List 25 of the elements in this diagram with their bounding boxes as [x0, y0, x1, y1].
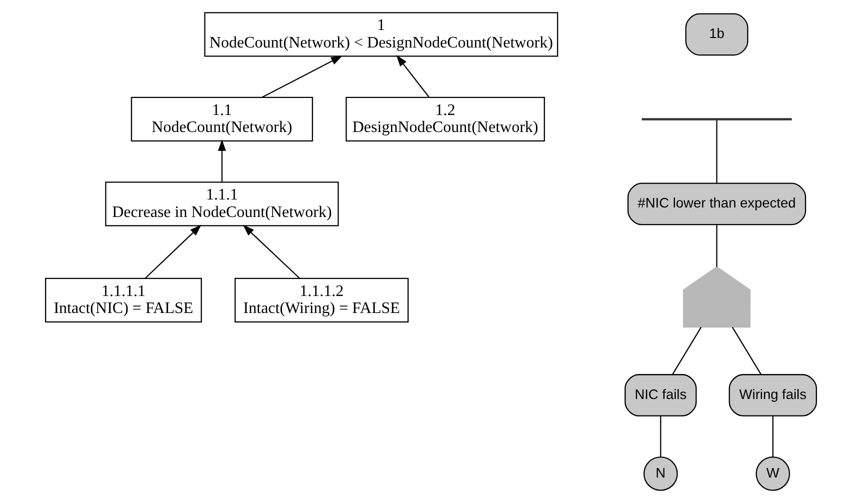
arrow	[242, 224, 300, 279]
node-box: 1b	[684, 13, 748, 56]
node-box: 1.1.1.1 Intact(NIC) = FALSE	[44, 278, 202, 323]
node-box: 1.1.1.2 Intact(Wiring) = FALSE	[234, 278, 408, 323]
arrow	[261, 56, 342, 98]
node-circle: N	[642, 456, 678, 491]
node-box: Wiring fails	[728, 374, 816, 416]
arrow	[144, 224, 201, 279]
connector	[716, 120, 717, 183]
node-circle: W	[755, 456, 790, 491]
node-box: 1 NodeCount(Network) < DesignNodeCount(Network)	[204, 12, 558, 57]
node-bar	[641, 118, 792, 120]
connector	[660, 416, 661, 457]
connector	[772, 416, 773, 457]
node-box: 1.1 NodeCount(Network)	[130, 96, 313, 142]
node-box: NIC fails	[624, 374, 696, 416]
node-box: #NIC lower than expected	[626, 182, 806, 226]
connector	[671, 326, 702, 375]
node-box: 1.1.1 Decrease in NodeCount(Network)	[104, 182, 338, 226]
arrow	[396, 55, 429, 98]
connector	[731, 326, 762, 375]
node-box: 1.2 DesignNodeCount(Network)	[345, 96, 544, 142]
arrow	[217, 139, 226, 182]
connector	[716, 225, 717, 267]
node-gate	[682, 266, 750, 328]
